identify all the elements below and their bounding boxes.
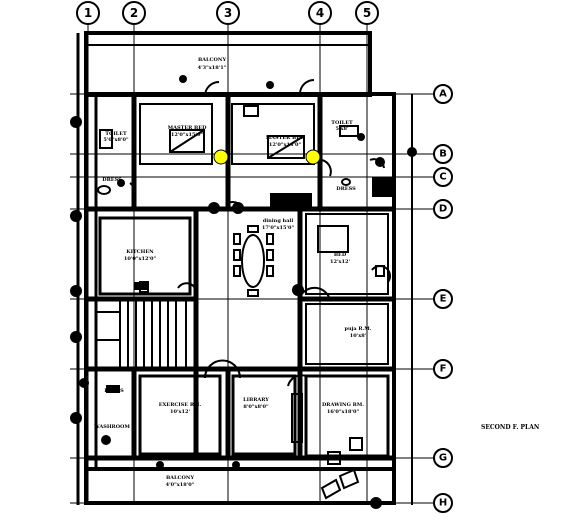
room-dim: 5'0"x8'0" [103, 137, 129, 143]
room-name: DRESS [104, 388, 124, 394]
columns [70, 75, 417, 509]
grid-columns [76, 1, 379, 25]
grid-label-5: 5 [363, 6, 371, 20]
room-name: DRESS [102, 177, 122, 183]
room-dim: 12'x12' [330, 259, 350, 265]
room-dim: 17'0"x15'0" [262, 225, 295, 231]
room-dim: 16'0"x18'0" [327, 409, 360, 415]
plan-title: SECOND F. PLAN [481, 424, 540, 431]
door-swings [129, 79, 391, 387]
room-dim: 10'0"x12'0" [124, 256, 157, 262]
grid-label-F: F [440, 364, 447, 375]
room-dim: 10'x12' [170, 409, 190, 415]
room-name: dining hall [263, 218, 294, 224]
room-name: BALCONY [198, 57, 227, 63]
room-name: puja R.M. [344, 326, 371, 332]
room-dim: 5'x8' [335, 126, 348, 132]
room-dim: 12'0"x14'0" [269, 142, 302, 148]
room-name: TOILET [331, 120, 353, 126]
room-name: MASTER BED [266, 135, 305, 141]
marker-dot [213, 149, 229, 165]
room-dim: 10'x8' [350, 333, 367, 339]
room-name: LIBRARY [243, 397, 269, 403]
room-name: BED [334, 252, 347, 258]
grid-rows [433, 84, 453, 513]
room-name: BALCONY [166, 475, 195, 481]
door-markers [213, 149, 321, 165]
furniture [97, 105, 385, 500]
room-dim: 8'0"x8'0" [243, 404, 269, 410]
room-name: WASHROOM [93, 424, 130, 430]
room-name: DRAWING RM. [322, 402, 364, 408]
grid-label-H: H [439, 498, 447, 509]
grid-label-G: G [439, 453, 447, 464]
room-dim: 4'0"x18'0" [166, 482, 195, 488]
room-labels: BALCONY 4'3"x18'1" TOILET 5'0"x8'0" MAST… [93, 57, 372, 488]
room-name: TOILET [105, 131, 127, 137]
room-name: EXERCISE RM. [159, 402, 202, 408]
room-name: MASTER BED [168, 125, 207, 131]
staircase [96, 297, 187, 371]
grid-label-D: D [439, 204, 447, 215]
room-dim: 4'3"x18'1" [198, 65, 227, 71]
room-name: KITCHEN [126, 249, 154, 255]
room-name: DRESS [336, 186, 356, 192]
marker-dot [305, 149, 321, 165]
grid-label-1: 1 [84, 6, 92, 20]
grid-label-3: 3 [224, 6, 232, 20]
grid-label-C: C [439, 172, 446, 183]
grid-label-B: B [439, 149, 447, 160]
grid-label-4: 4 [316, 6, 324, 20]
grid-label-A: A [439, 89, 447, 100]
grid-label-E: E [440, 294, 447, 305]
grid-label-2: 2 [130, 6, 138, 20]
dining-table [233, 225, 274, 297]
room-dim: 12'0"x15'0" [171, 132, 204, 138]
